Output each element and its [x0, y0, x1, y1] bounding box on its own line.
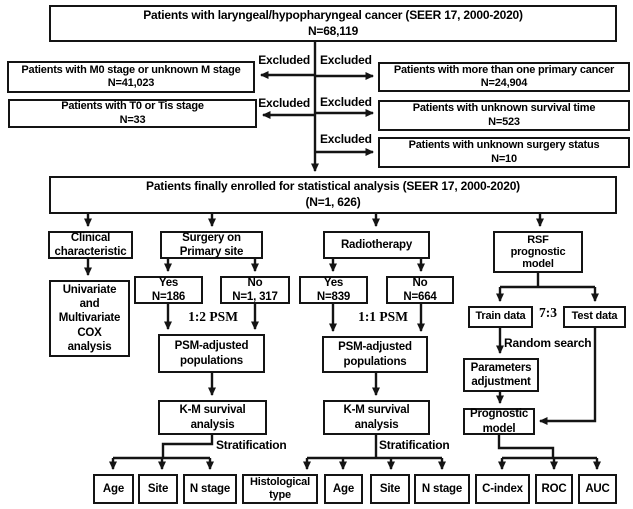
node-surgery-no: No N=1, 317: [220, 276, 290, 304]
node-c-index: C-index: [475, 474, 530, 504]
node-train-data: Train data: [468, 306, 533, 328]
label-excluded-left-1: Excluded: [258, 53, 310, 67]
node-km-survival-surgery: K-M survival analysis: [158, 400, 267, 435]
node-excluded-t0-tis-stage: Patients with T0 or Tis stage N=33: [8, 99, 257, 128]
node-enrolled: Patients finally enrolled for statistica…: [49, 176, 617, 214]
node-radiotherapy-yes: Yes N=839: [299, 276, 368, 304]
node-nstage-radiotherapy: N stage: [414, 474, 470, 504]
node-clinical-characteristic: Clinical characteristic: [48, 231, 133, 259]
node-top-population: Patients with laryngeal/hypopharyngeal c…: [49, 5, 617, 42]
label-excluded-right-1: Excluded: [320, 53, 372, 67]
node-psm-populations-surgery: PSM-adjusted populations: [158, 334, 265, 373]
node-histological-type: Histological type: [242, 474, 318, 504]
node-excluded-surgery-status: Patients with unknown surgery status N=1…: [378, 137, 630, 168]
node-site-radiotherapy: Site: [370, 474, 410, 504]
label-stratification-radiotherapy: Stratification: [379, 438, 450, 452]
node-roc: ROC: [535, 474, 573, 504]
label-excluded-right-3: Excluded: [320, 132, 372, 146]
label-random-search: Random search: [504, 336, 592, 350]
node-surgery-primary-site: Surgery on Primary site: [160, 231, 263, 259]
node-cox-analysis: Univariate and Multivariate COX analysis: [49, 280, 130, 357]
label-stratification-surgery: Stratification: [216, 438, 287, 452]
node-psm-populations-radiotherapy: PSM-adjusted populations: [322, 336, 428, 373]
node-radiotherapy: Radiotherapy: [323, 231, 430, 259]
node-test-data: Test data: [563, 306, 626, 328]
node-age-radiotherapy: Age: [324, 474, 363, 504]
label-excluded-right-2: Excluded: [320, 95, 372, 109]
node-auc: AUC: [578, 474, 617, 504]
node-prognostic-model: Prognostic model: [463, 408, 535, 435]
label-excluded-left-2: Excluded: [258, 96, 310, 110]
node-radiotherapy-no: No N=664: [386, 276, 454, 304]
label-psm-ratio-1-2: 1:2 PSM: [188, 309, 238, 324]
node-surgery-yes: Yes N=186: [134, 276, 203, 304]
node-nstage-surgery: N stage: [183, 474, 237, 504]
node-excluded-m0-stage: Patients with M0 stage or unknown M stag…: [7, 61, 255, 93]
node-site-surgery: Site: [138, 474, 178, 504]
node-rsf-prognostic-model: RSF prognostic model: [493, 231, 583, 273]
label-psm-ratio-1-1: 1:1 PSM: [358, 309, 408, 324]
node-excluded-multiple-primary: Patients with more than one primary canc…: [378, 62, 630, 92]
node-parameters-adjustment: Parameters adjustment: [463, 358, 539, 392]
node-km-survival-radiotherapy: K-M survival analysis: [323, 400, 430, 435]
node-age-surgery: Age: [93, 474, 134, 504]
label-train-test-ratio: 7:3: [539, 305, 557, 320]
node-excluded-survival-time: Patients with unknown survival time N=52…: [378, 100, 630, 131]
